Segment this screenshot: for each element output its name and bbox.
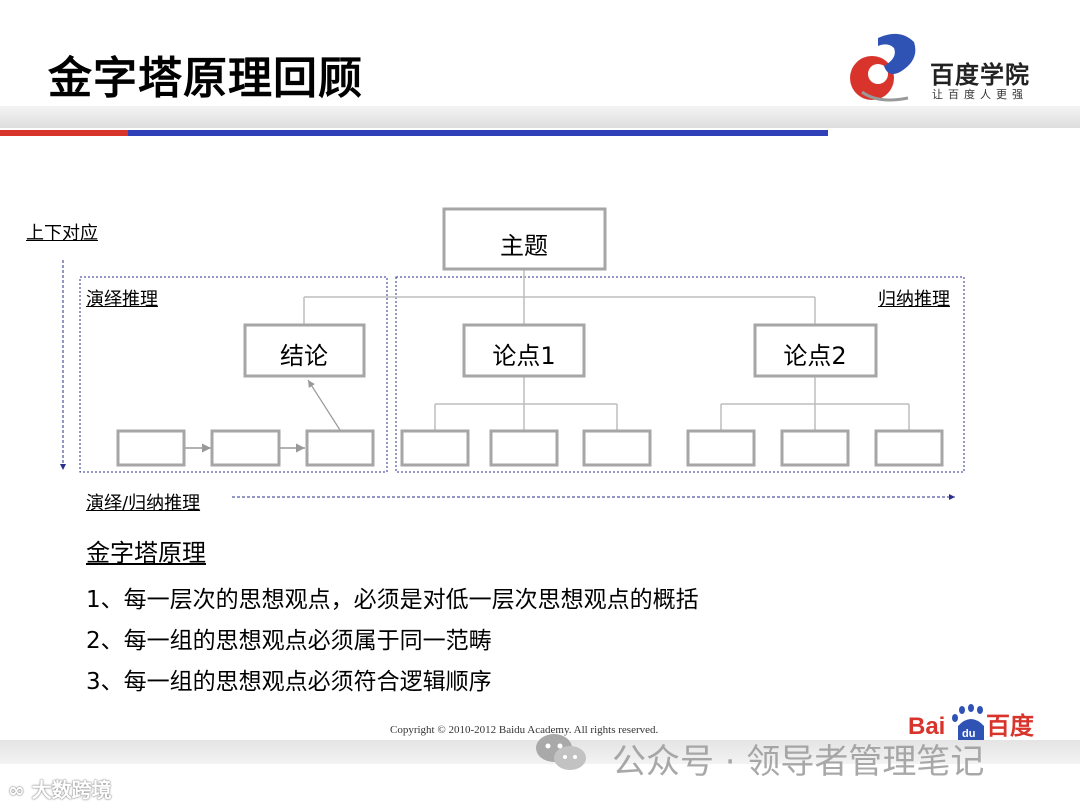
point1-box — [462, 323, 586, 378]
baidu-logo-cn: 百度 — [986, 712, 1035, 740]
baidu-logo-du: du — [962, 728, 975, 740]
title-rule-blue — [128, 130, 828, 136]
topic-box — [442, 207, 607, 271]
leaf-box — [305, 429, 375, 467]
principle-heading: 金字塔原理 — [86, 539, 206, 567]
conclusion-arrow — [307, 379, 341, 431]
node-point1: 论点1 — [492, 342, 556, 370]
label-induction: 归纳推理 — [878, 289, 950, 310]
leaf-box — [582, 429, 652, 467]
paw-icon — [952, 704, 984, 740]
corner-watermark-text: 大数跨境 — [31, 778, 112, 802]
copyright-text: Copyright © 2010-2012 Baidu Academy. All… — [390, 724, 659, 736]
infinity-icon: ∞ — [8, 778, 25, 802]
leaf-box — [210, 429, 281, 467]
logo-blue-swirl — [878, 33, 916, 74]
conclusion-box — [243, 323, 366, 378]
connector-lines — [303, 269, 910, 431]
label-bottom-axis: 演绎/归纳推理 — [86, 493, 201, 514]
node-point2: 论点2 — [783, 342, 847, 370]
baidu-academy-logo — [850, 33, 916, 102]
leaf-box — [489, 429, 559, 467]
label-top-bottom: 上下对应 — [26, 223, 98, 244]
slide-title: 金字塔原理回顾 — [48, 53, 363, 104]
principle-rule: 2、每一组的思想观点必须属于同一范畴 — [86, 628, 492, 654]
logo-name: 百度学院 — [930, 61, 1030, 89]
leaf-box — [400, 429, 470, 467]
leaf-box — [686, 429, 756, 467]
title-rule-red — [0, 130, 128, 136]
principle-rule: 3、每一组的思想观点必须符合逻辑顺序 — [86, 669, 492, 695]
wechat-icon — [536, 734, 586, 770]
leaf-box — [780, 429, 850, 467]
logo-slogan: 让百度人更强 — [932, 88, 1028, 101]
node-topic: 主题 — [500, 232, 548, 260]
baidu-logo: Bai du 百度 — [908, 704, 1035, 740]
deduction-region — [79, 276, 388, 473]
point2-box — [753, 323, 878, 378]
baidu-logo-latin: Bai — [908, 713, 945, 740]
induction-region — [395, 276, 965, 473]
node-conclusion: 结论 — [280, 342, 328, 370]
label-deduction: 演绎推理 — [86, 289, 158, 310]
leaf-box — [874, 429, 944, 467]
corner-watermark: ∞ 大数跨境 — [8, 774, 112, 803]
header-band — [0, 106, 1080, 128]
watermark-text: 公众号 · 领导者管理笔记 — [612, 742, 985, 782]
leaf-box — [116, 429, 186, 467]
principle-rule: 1、每一层次的思想观点，必须是对低一层次思想观点的概括 — [86, 587, 699, 613]
